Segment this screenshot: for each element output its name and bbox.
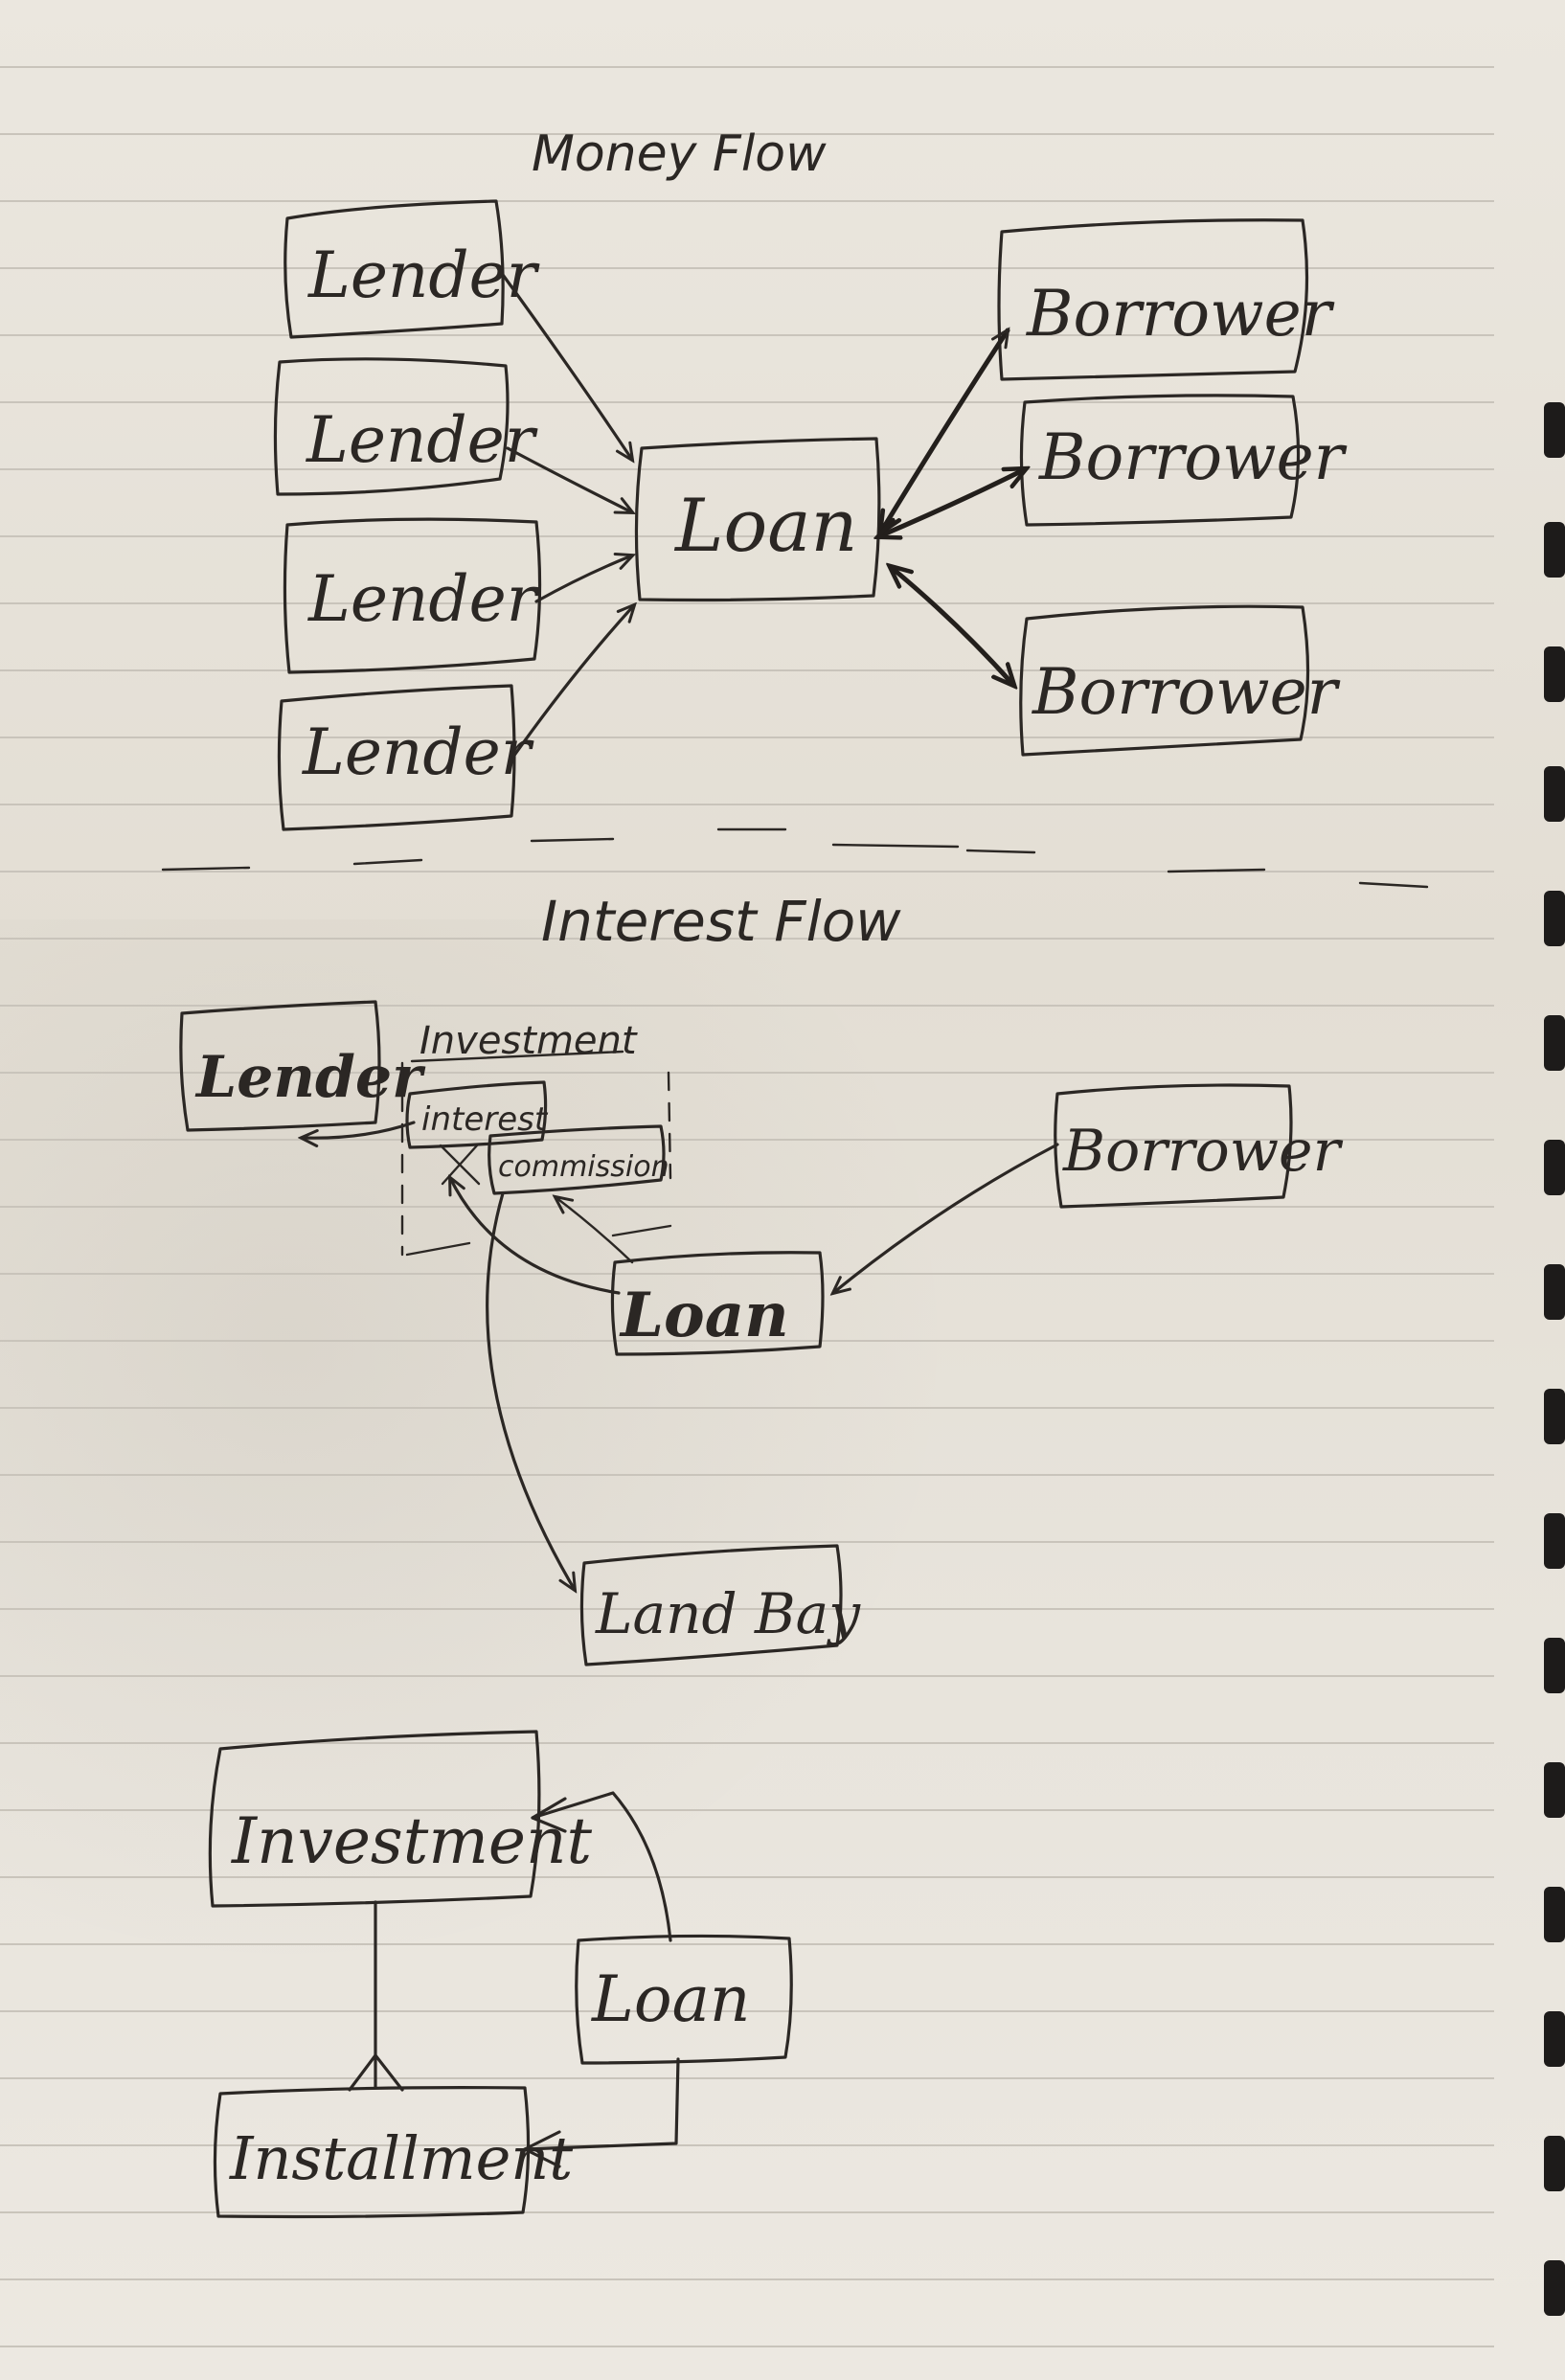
interest-borrower-box: Borrower — [1054, 1083, 1344, 1209]
money-lender-box-1: Lender — [284, 199, 540, 339]
arrow-lender1-to-loan — [496, 266, 632, 460]
money-lender-label-4: Lender — [302, 715, 534, 789]
money-lender-box-4: Lender — [277, 684, 534, 831]
entity-installment-box: Installment — [213, 2086, 573, 2219]
arrow-loan-to-borrower3 — [891, 567, 1013, 685]
interest-interest-box: interest — [405, 1080, 549, 1149]
crowsfoot-installment-loan — [523, 2130, 561, 2168]
arrow-lender3-to-loan — [534, 555, 632, 603]
money-lender-label-1: Lender — [307, 238, 540, 312]
money-lender-label-3: Lender — [307, 562, 540, 636]
crowsfoot-investment — [531, 1797, 567, 1833]
arrow-borrower-to-loan — [833, 1143, 1059, 1293]
interest-landbay-box: Land Bay — [579, 1544, 861, 1666]
interest-investment-group: Investment — [400, 1019, 672, 1257]
money-borrower-box-3: Borrower — [1019, 604, 1341, 757]
money-borrower-label-2: Borrower — [1038, 420, 1348, 494]
interest-commission-box: commission — [488, 1124, 669, 1195]
money-loan-box: Loan — [634, 437, 881, 602]
interest-landbay-label: Land Bay — [595, 1581, 861, 1646]
spiral-binding — [1544, 402, 1565, 2316]
interest-loan-box: Loan — [610, 1251, 825, 1356]
link-loan-investment — [531, 1791, 672, 1942]
arrow-commission-to-landbay — [486, 1191, 575, 1590]
money-borrower-box-2: Borrower — [1019, 394, 1348, 527]
entity-loan-box: Loan — [575, 1934, 793, 2065]
interest-loan-label: Loan — [619, 1280, 789, 1351]
entity-installment-label: Installment — [229, 2123, 573, 2193]
money-borrower-box-1: Borrower — [997, 218, 1335, 381]
crowsfoot-installment — [348, 2053, 404, 2092]
interest-lender-label: Lender — [194, 1044, 426, 1111]
cross-mark — [439, 1144, 481, 1186]
section-separator — [161, 827, 1429, 889]
money-flow-title: Money Flow — [532, 125, 827, 183]
interest-flow-title: Interest Flow — [541, 889, 901, 954]
entity-loan-label: Loan — [591, 1962, 750, 2036]
money-lender-box-3: Lender — [283, 517, 542, 674]
money-borrower-label-3: Borrower — [1032, 655, 1341, 729]
money-lender-label-2: Lender — [306, 403, 538, 477]
interest-investment-label: Investment — [420, 1019, 638, 1063]
arrow-loan-to-borrower2 — [879, 469, 1025, 536]
arrow-lender2-to-loan — [506, 446, 632, 512]
money-lender-box-2: Lender — [273, 357, 538, 496]
arrow-loan-to-commission — [556, 1197, 634, 1264]
ruled-lines — [0, 66, 1494, 2347]
money-borrower-label-1: Borrower — [1026, 277, 1335, 351]
arrow-loan-to-interest — [450, 1178, 621, 1295]
arrow-lender4-to-loan — [511, 605, 634, 759]
interest-lender-box: Lender — [179, 1000, 426, 1132]
arrow-loan-to-borrower1 — [881, 330, 1010, 532]
interest-commission-label: commission — [498, 1150, 669, 1184]
interest-borrower-label: Borrower — [1062, 1118, 1344, 1185]
money-loan-label: Loan — [673, 483, 857, 568]
link-loan-installment — [523, 2057, 680, 2151]
arrow-interest-to-lender — [302, 1121, 416, 1138]
